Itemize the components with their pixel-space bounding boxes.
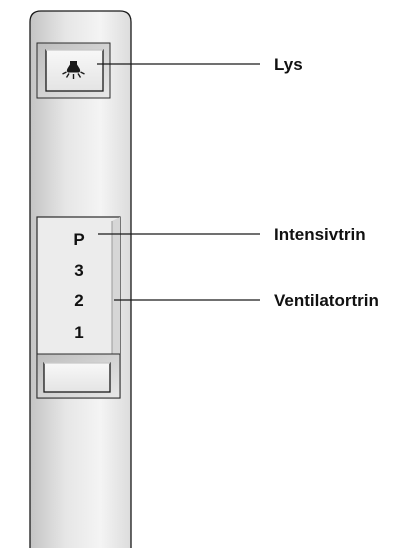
callout-intensive: Intensivtrin bbox=[274, 225, 366, 244]
light-button[interactable] bbox=[45, 49, 104, 92]
callout-light: Lys bbox=[274, 55, 303, 74]
level-label-2: 2 bbox=[74, 291, 83, 310]
level-label-1: 1 bbox=[74, 323, 83, 342]
level-label-p: P bbox=[73, 230, 84, 249]
fan-slider-knob[interactable] bbox=[43, 362, 111, 393]
level-label-3: 3 bbox=[74, 261, 83, 280]
light-bulb-icon bbox=[62, 61, 85, 79]
callout-fan-levels: Ventilatortrin bbox=[274, 291, 379, 310]
